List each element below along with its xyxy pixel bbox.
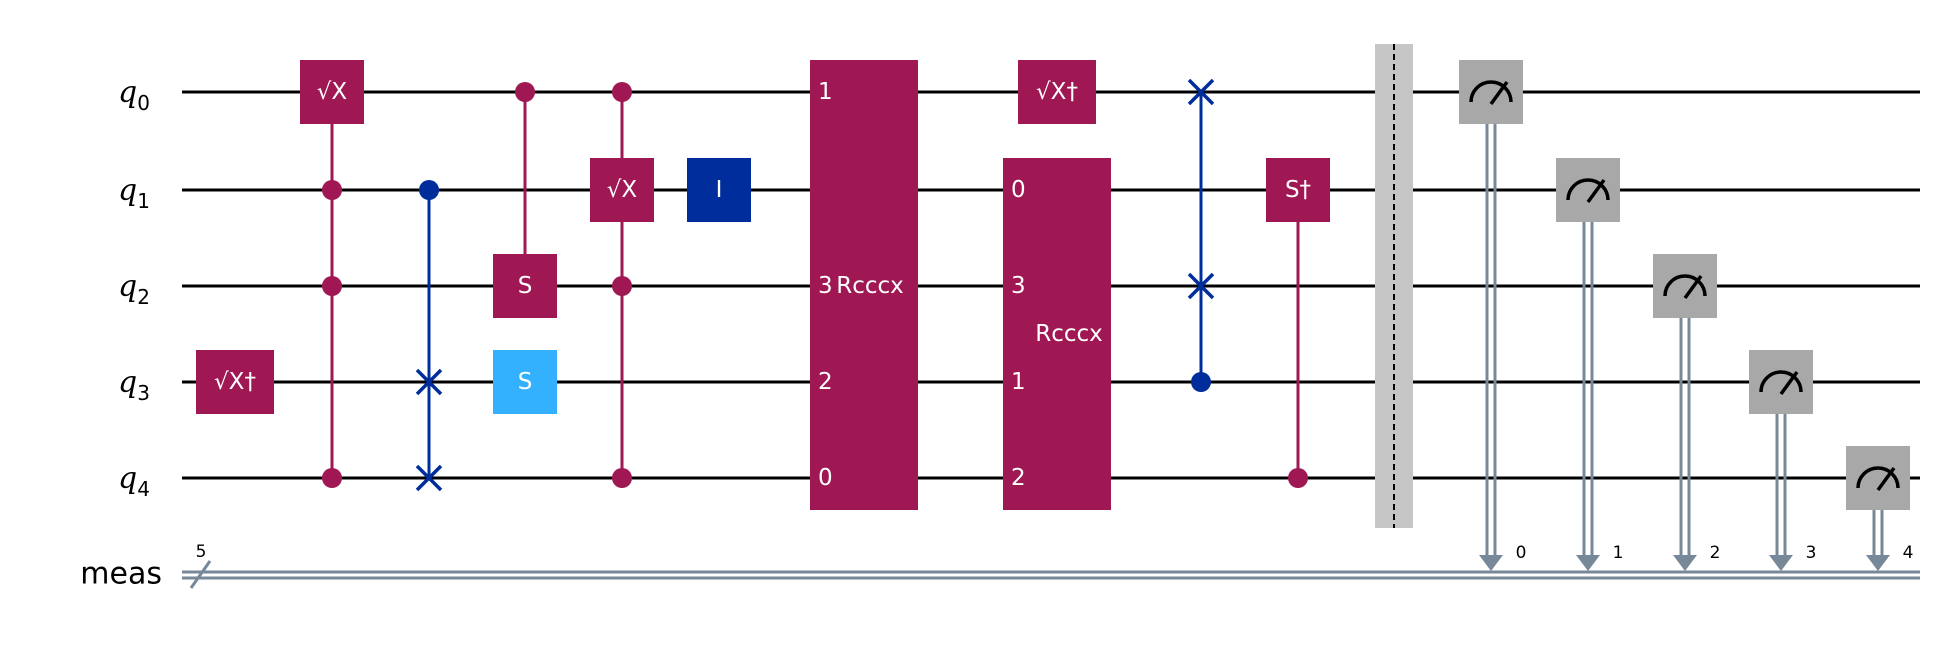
meter-icon-needle-1 bbox=[1586, 178, 1606, 204]
gate-label-rcccx-1: Rcccx bbox=[836, 273, 904, 299]
qubit-label-4: q4 bbox=[118, 461, 150, 501]
swap-control-dot-cswap-q3 bbox=[1191, 372, 1211, 392]
control-dot-csx-q1-q4 bbox=[612, 468, 632, 488]
pin-label-rcccx-1-q2: 3 bbox=[818, 273, 833, 299]
gate-sxdg-q3-label: √X† bbox=[214, 369, 256, 395]
control-dot-csx-ctrl-q1q2-q0-q2 bbox=[322, 276, 342, 296]
gate-csx-ctrl-q1q2-q0 bbox=[300, 60, 364, 124]
classical-register-label: meas bbox=[80, 557, 162, 592]
gate-label-rcccx-2: Rcccx bbox=[1035, 321, 1103, 347]
gate-rcccx-2 bbox=[1003, 158, 1111, 510]
gate-rcccx-1 bbox=[810, 60, 918, 510]
meter-icon-needle-2 bbox=[1683, 274, 1703, 300]
gate-sxdg-q0 bbox=[1018, 60, 1096, 124]
measure-arrow-0 bbox=[1479, 555, 1503, 571]
gate-cs-q0-q2-label: S bbox=[518, 273, 533, 299]
pin-label-rcccx-1-q4: 0 bbox=[818, 465, 833, 491]
pin-label-rcccx-2-q3: 1 bbox=[1011, 369, 1026, 395]
swap-cross-cswap-q1-q3 bbox=[415, 368, 443, 396]
meter-icon-arc-3 bbox=[1759, 370, 1803, 393]
control-dot-cs-q0-q2-q0 bbox=[515, 82, 535, 102]
qubit-label-0: q0 bbox=[118, 75, 150, 115]
gate-csdg-q4-q1-label: S† bbox=[1285, 177, 1311, 203]
measure-arrow-1 bbox=[1576, 555, 1600, 571]
gate-id-q1-label: I bbox=[716, 177, 723, 203]
gate-cs-q0-q2 bbox=[493, 254, 557, 318]
meter-icon-arc-4 bbox=[1856, 466, 1900, 489]
measure-box-4 bbox=[1846, 446, 1910, 510]
qubit-label-3: q3 bbox=[118, 365, 150, 405]
meter-icon-arc-1 bbox=[1566, 178, 1610, 201]
measure-box-3 bbox=[1749, 350, 1813, 414]
classical-bit-label-2: 2 bbox=[1710, 543, 1721, 563]
meter-icon-arc-2 bbox=[1663, 274, 1707, 297]
gate-s-q3 bbox=[493, 350, 557, 414]
register-width-label: 5 bbox=[196, 542, 207, 562]
measure-box-2 bbox=[1653, 254, 1717, 318]
measure-box-1 bbox=[1556, 158, 1620, 222]
swap-cross-cswap-q3-q2 bbox=[1187, 272, 1215, 300]
measure-arrow-4 bbox=[1866, 555, 1890, 571]
meter-icon-needle-4 bbox=[1876, 466, 1896, 492]
measure-arrow-2 bbox=[1673, 555, 1697, 571]
classical-bit-label-1: 1 bbox=[1613, 543, 1624, 563]
gate-csx-ctrl-q1q2-q0-label: √X bbox=[317, 79, 348, 105]
pin-label-rcccx-2-q2: 3 bbox=[1011, 273, 1026, 299]
meter-icon-needle-3 bbox=[1779, 370, 1799, 396]
swap-cross-cswap-q3-q0 bbox=[1187, 78, 1215, 106]
qubit-label-1: q1 bbox=[118, 173, 150, 213]
meter-icon-needle-0 bbox=[1489, 80, 1509, 106]
classical-bit-label-0: 0 bbox=[1516, 543, 1527, 563]
control-dot-csx-ctrl-q1q2-q0-q4 bbox=[322, 468, 342, 488]
qubit-label-2: q2 bbox=[118, 269, 150, 309]
pin-label-rcccx-2-q4: 2 bbox=[1011, 465, 1026, 491]
swap-cross-cswap-q1-q4 bbox=[415, 464, 443, 492]
control-dot-csdg-q4-q1-q4 bbox=[1288, 468, 1308, 488]
gate-csdg-q4-q1 bbox=[1266, 158, 1330, 222]
measure-arrow-3 bbox=[1769, 555, 1793, 571]
swap-control-dot-cswap-q1 bbox=[419, 180, 439, 200]
control-dot-csx-q1-q0 bbox=[612, 82, 632, 102]
gate-csx-q1 bbox=[590, 158, 654, 222]
connectors-layer bbox=[330, 92, 1890, 571]
gate-csx-q1-label: √X bbox=[607, 177, 638, 203]
gate-sxdg-q0-label: √X† bbox=[1036, 79, 1078, 105]
gate-id-q1 bbox=[687, 158, 751, 222]
measure-box-0 bbox=[1459, 60, 1523, 124]
control-dot-csx-q1-q2 bbox=[612, 276, 632, 296]
pin-label-rcccx-1-q3: 2 bbox=[818, 369, 833, 395]
pin-label-rcccx-1-q0: 1 bbox=[818, 79, 833, 105]
control-dot-csx-ctrl-q1q2-q0-q1 bbox=[322, 180, 342, 200]
bus-slash bbox=[189, 560, 212, 589]
classical-bit-label-4: 4 bbox=[1903, 543, 1914, 563]
gate-sxdg-q3 bbox=[196, 350, 274, 414]
pin-label-rcccx-2-q1: 0 bbox=[1011, 177, 1026, 203]
meter-icon-arc-0 bbox=[1469, 80, 1513, 103]
classical-bit-label-3: 3 bbox=[1806, 543, 1817, 563]
gate-s-q3-label: S bbox=[518, 369, 533, 395]
gates-layer bbox=[196, 44, 1910, 528]
